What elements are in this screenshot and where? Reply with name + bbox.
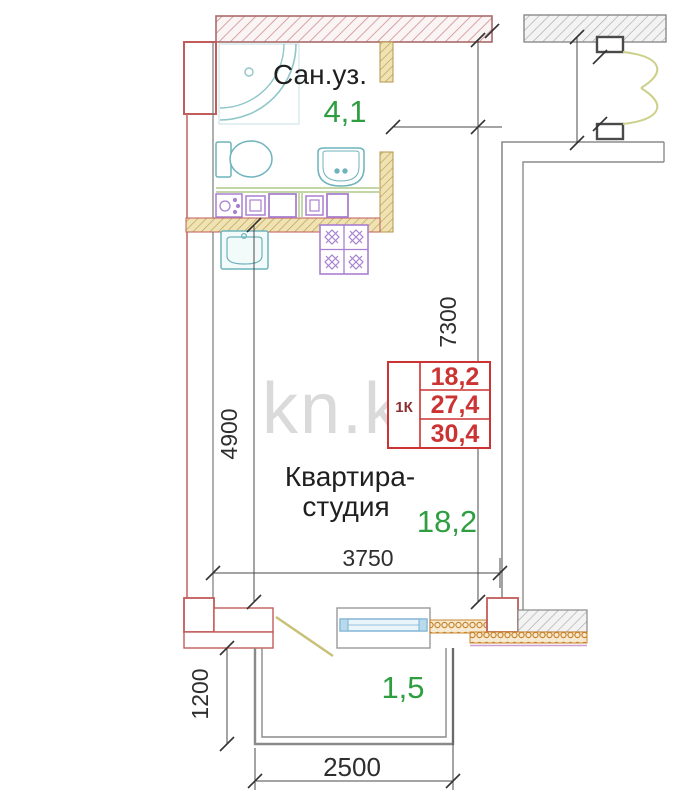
table-area-2: 27,4 (431, 391, 480, 419)
top-wall (215, 15, 493, 43)
counter-edge (216, 187, 379, 217)
washbasin-icon (317, 147, 365, 187)
dim-left-height: 4900 (216, 408, 242, 459)
corner-bathtub-icon (218, 43, 300, 125)
studio-label-line1: Квартира- (285, 461, 415, 492)
insulation-band (469, 631, 588, 644)
unit-info-table: 1К 18,2 27,4 30,4 (387, 361, 491, 449)
bottom-right-column (486, 597, 519, 633)
entry-door-icon (595, 35, 659, 141)
dimension-lines (213, 37, 578, 790)
window-icon (336, 607, 431, 649)
dim-right-height: 7300 (435, 296, 461, 347)
kitchen-sink-icon (220, 230, 269, 270)
bottom-right-wall (517, 609, 588, 633)
studio-label-line2: студия (302, 491, 389, 522)
dim-balcony-width: 2500 (323, 752, 381, 782)
corner-column (183, 41, 217, 115)
bottom-wall-band (183, 631, 274, 649)
balcony-door-icon (275, 615, 334, 658)
corridor-wall-outer (501, 141, 664, 628)
bathroom-wall-upper (379, 41, 394, 83)
table-area-1: 18,2 (431, 363, 480, 391)
top-right-wall (523, 14, 667, 43)
dimension-ticks (205, 23, 608, 789)
table-area-3: 30,4 (431, 420, 480, 448)
dim-studio-width: 3750 (342, 545, 393, 571)
bathroom-label: Сан.уз. (273, 59, 367, 90)
corridor-wall-inner (522, 161, 664, 610)
kitchen-cabinets-icon (245, 193, 349, 218)
washing-machine-icon (215, 193, 243, 218)
bathroom-wall-lower (379, 151, 394, 233)
dim-balcony-depth: 1200 (187, 668, 213, 719)
balcony-area: 1,5 (381, 670, 424, 705)
stove-icon (319, 224, 369, 275)
bottom-wall-segment (213, 607, 274, 633)
bathroom-area: 4,1 (323, 94, 366, 129)
watermark-text: kn.k (262, 369, 402, 449)
toilet-icon (215, 140, 273, 178)
bottom-left-column (183, 597, 215, 633)
sill-band (429, 619, 488, 634)
unit-type: 1К (395, 399, 413, 416)
studio-area: 18,2 (417, 504, 477, 539)
